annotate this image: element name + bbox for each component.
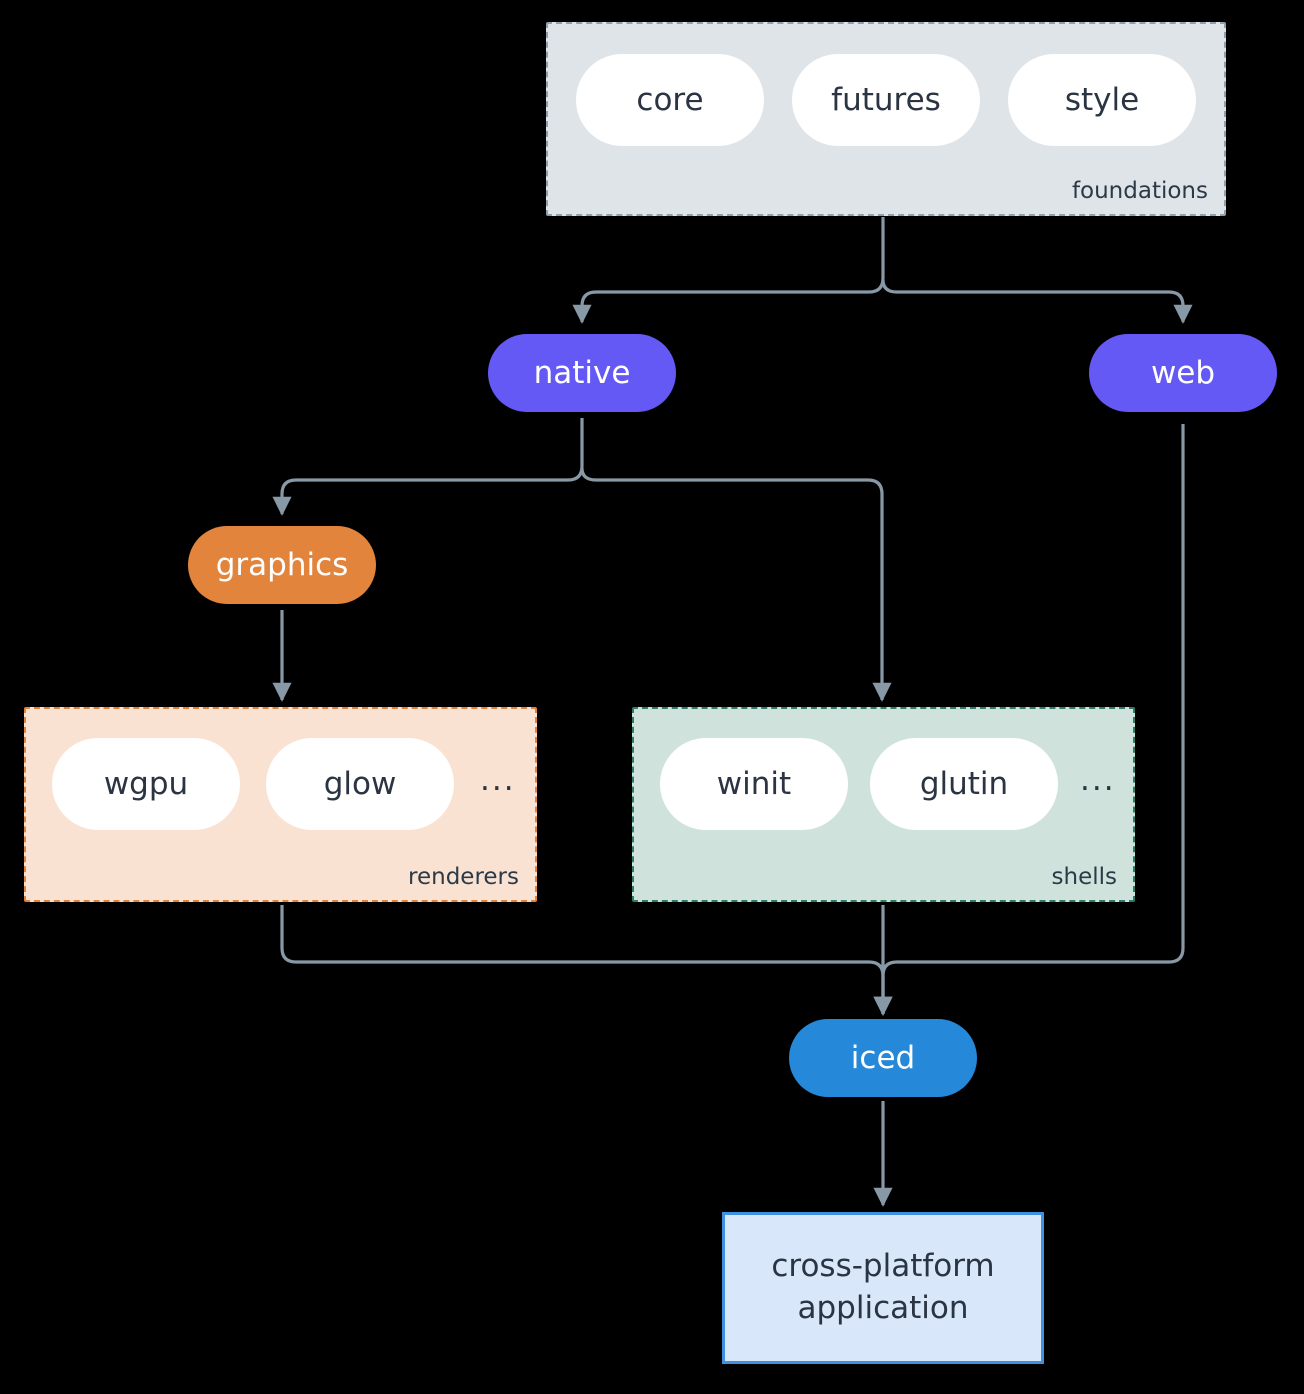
leaf-core-label: core xyxy=(636,82,704,118)
group-renderers-label: renderers xyxy=(408,864,519,890)
edge-foundations-web xyxy=(881,279,1193,324)
leaf-style-label: style xyxy=(1064,82,1140,118)
edge-renderers-iced xyxy=(280,905,893,1016)
leaf-glutin-label: glutin xyxy=(919,766,1009,802)
leaf-wgpu-label: wgpu xyxy=(103,766,189,802)
node-application-line1: cross-platform xyxy=(771,1248,995,1285)
node-native[interactable]: native xyxy=(488,334,676,412)
node-iced-label: iced xyxy=(850,1040,916,1076)
leaf-core[interactable]: core xyxy=(576,54,764,146)
edge-native-graphics xyxy=(272,418,584,516)
leaf-winit-label: winit xyxy=(716,766,792,802)
node-graphics[interactable]: graphics xyxy=(188,526,376,604)
group-shells-label: shells xyxy=(1051,864,1117,890)
edge-foundations-native xyxy=(572,217,885,324)
edge-native-shells xyxy=(580,467,892,702)
node-graphics-label: graphics xyxy=(215,547,349,583)
leaf-futures[interactable]: futures xyxy=(792,54,980,146)
leaf-glow[interactable]: glow xyxy=(266,738,454,830)
shells-members: winit glutin ... xyxy=(660,738,1116,830)
node-iced[interactable]: iced xyxy=(789,1019,977,1097)
group-shells: winit glutin ... shells xyxy=(632,707,1135,902)
shells-more-ellipsis: ... xyxy=(1080,761,1116,798)
leaf-futures-label: futures xyxy=(831,82,941,118)
leaf-glow-label: glow xyxy=(323,766,397,802)
edge-web-iced xyxy=(873,424,1185,1016)
leaf-winit[interactable]: winit xyxy=(660,738,848,830)
node-native-label: native xyxy=(533,355,631,391)
renderers-members: wgpu glow ... xyxy=(52,738,516,830)
group-foundations-label: foundations xyxy=(1071,178,1208,204)
group-renderers: wgpu glow ... renderers xyxy=(24,707,537,902)
node-application[interactable]: cross-platform application xyxy=(722,1212,1044,1364)
foundations-members: core futures style xyxy=(576,54,1196,146)
renderers-more-ellipsis: ... xyxy=(480,761,516,798)
leaf-wgpu[interactable]: wgpu xyxy=(52,738,240,830)
node-application-line2: application xyxy=(797,1290,969,1326)
node-web[interactable]: web xyxy=(1089,334,1277,412)
leaf-glutin[interactable]: glutin xyxy=(870,738,1058,830)
group-foundations: core futures style foundations xyxy=(546,22,1226,216)
node-web-label: web xyxy=(1150,355,1216,391)
leaf-style[interactable]: style xyxy=(1008,54,1196,146)
